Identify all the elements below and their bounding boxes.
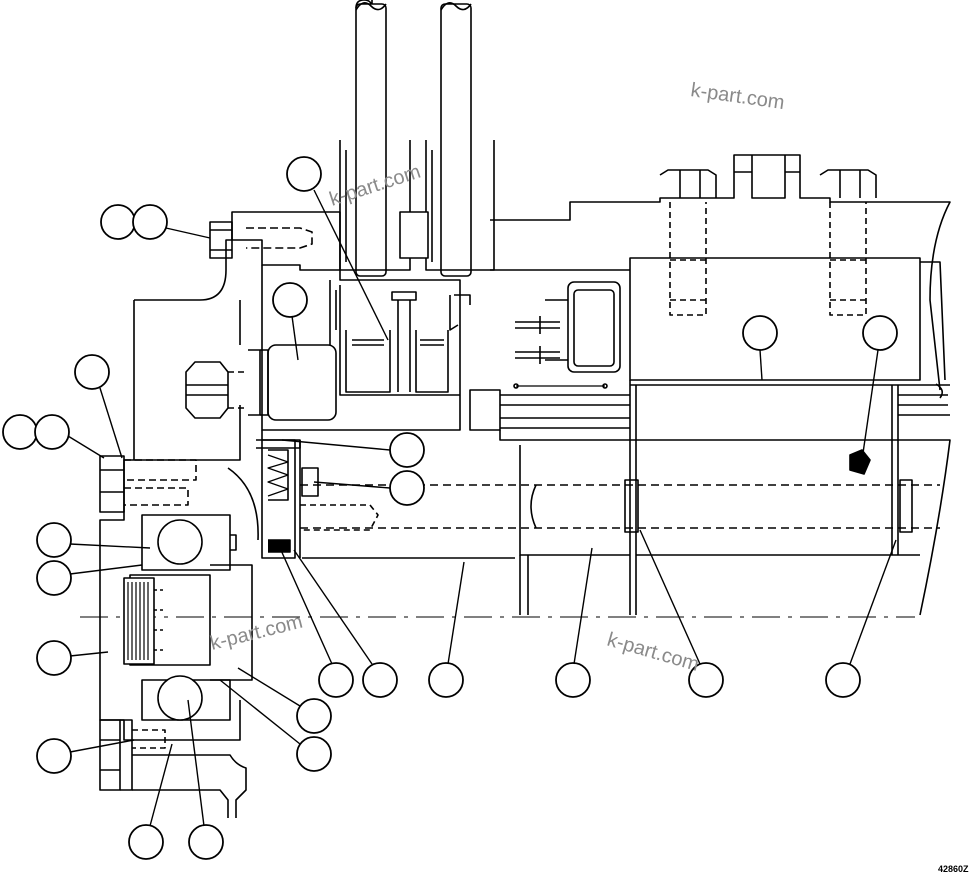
callout-circle[interactable] <box>296 698 332 734</box>
callout-circle[interactable] <box>362 662 398 698</box>
callout-circle[interactable] <box>389 470 425 506</box>
upper-pipes <box>339 0 495 277</box>
leader-lines <box>67 189 897 827</box>
callout-circle[interactable] <box>132 204 168 240</box>
callout-circle[interactable] <box>286 156 322 192</box>
callout-circle[interactable] <box>128 824 164 860</box>
callout-circle[interactable] <box>100 204 136 240</box>
callout-circle[interactable] <box>428 662 464 698</box>
callout-circle[interactable] <box>555 662 591 698</box>
bearings <box>123 514 253 721</box>
watermark-text: k-part.com <box>208 611 305 655</box>
callout-circle[interactable] <box>36 640 72 676</box>
callout-circle[interactable] <box>36 522 72 558</box>
callout-circle[interactable] <box>688 662 724 698</box>
callout-circle[interactable] <box>318 662 354 698</box>
callout-circle[interactable] <box>188 824 224 860</box>
solenoid <box>515 281 621 373</box>
callout-circle[interactable] <box>862 315 898 351</box>
valve-block <box>231 211 471 431</box>
watermark-text: k-part.com <box>689 79 786 114</box>
callouts <box>2 156 898 860</box>
relief-valve <box>256 430 379 559</box>
callout-circle[interactable] <box>742 315 778 351</box>
figure-number: 42860Z <box>938 864 969 874</box>
end-plate <box>99 221 259 818</box>
callout-circle[interactable] <box>2 414 38 450</box>
callout-circle[interactable] <box>36 560 72 596</box>
callout-circle[interactable] <box>36 738 72 774</box>
callout-circle[interactable] <box>272 282 308 318</box>
callout-circle[interactable] <box>34 414 70 450</box>
callout-circle[interactable] <box>296 736 332 772</box>
callout-circle[interactable] <box>825 662 861 698</box>
callout-circle[interactable] <box>389 432 425 468</box>
callout-circle[interactable] <box>74 354 110 390</box>
